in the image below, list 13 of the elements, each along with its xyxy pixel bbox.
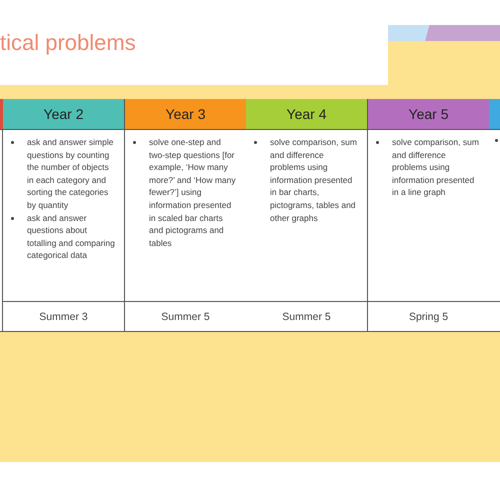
bullet-text: solve comparison, sum and difference problems using information presented in a line graph [392,136,480,199]
bullet-text: ask and answer questions about totalling and comparing categorical data [27,212,115,262]
bullet-text: solve one-step and two-step questions [for example, ‘How many more?’ and ‘How many fewer?’] using information presented in scaled bar charts and pictograms and tables [149,136,237,250]
title: tical problems [0,30,136,56]
table-header-cell: Year 5 [368,99,490,129]
table-cell: Summer 3 [3,301,125,331]
bullet-text: solve comparison, sum and difference problems using information presented in bar charts, pictograms, tables and other graphs [270,136,358,224]
table-header-cell: Year 2 [3,99,125,129]
table-header-cell: Year 3 [125,99,247,129]
table-cell: Summer 5 [246,301,368,331]
table-cell: Spring 5 [368,301,490,331]
table-header-cell: Year 4 [246,99,368,129]
table-cell: Summer 5 [125,301,247,331]
